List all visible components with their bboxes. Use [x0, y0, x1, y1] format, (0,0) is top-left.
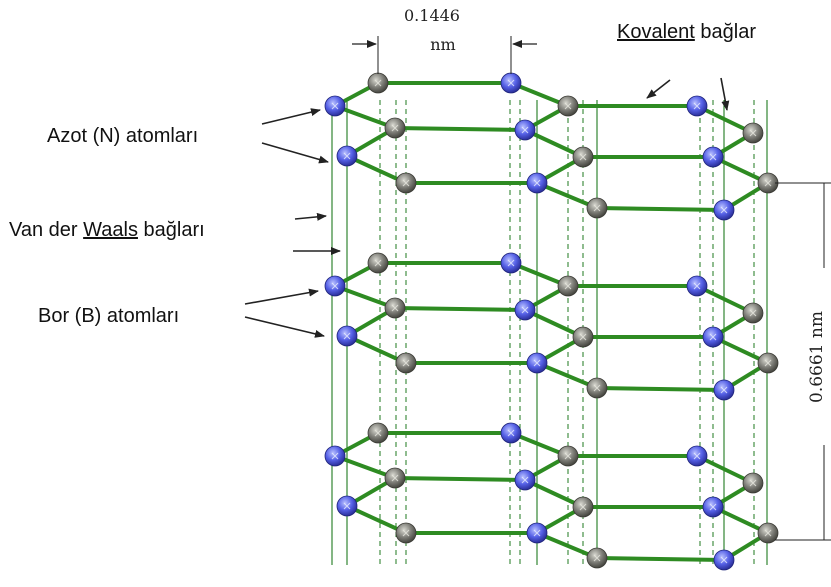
- covalent-bond: [535, 181, 599, 210]
- nitrogen-atom: [336, 495, 358, 517]
- arrow-covalent-2: [720, 77, 730, 111]
- nitrogen-atom: [686, 95, 708, 117]
- nitrogen-atom: [336, 145, 358, 167]
- boron-atom: [586, 197, 608, 219]
- arrow-vdw-1: [294, 212, 327, 221]
- nitrogen-atom: [514, 119, 536, 141]
- covalent-bond: [345, 334, 408, 365]
- boron-atoms-label: Bor (B) atomları: [38, 305, 179, 327]
- nitrogen-atom: [500, 252, 522, 274]
- right-dimension-label: 0.6661 nm: [807, 311, 827, 403]
- covalent-bond: [333, 284, 397, 310]
- covalent-bond: [393, 126, 527, 132]
- nitrogen-atom: [500, 72, 522, 94]
- arrow-covalent-1: [646, 79, 671, 99]
- boron-atom: [572, 146, 594, 168]
- arrow-boron-1: [244, 288, 319, 305]
- hex-layer-2: [324, 252, 779, 401]
- boron-atom: [384, 117, 406, 139]
- nitrogen-atom: [324, 445, 346, 467]
- boron-atom: [384, 297, 406, 319]
- covalent-bond: [345, 504, 408, 535]
- boron-atom: [742, 122, 764, 144]
- covalent-bonds-label: Kovalent bağlar: [617, 21, 756, 43]
- nitrogen-atom: [686, 275, 708, 297]
- top-dimension-value: 0.1446: [404, 6, 460, 25]
- covalent-bond: [595, 556, 726, 562]
- boron-atom: [367, 72, 389, 94]
- boron-atom: [384, 467, 406, 489]
- nitrogen-atom: [514, 299, 536, 321]
- boron-atom: [586, 377, 608, 399]
- covalent-bond: [393, 306, 527, 312]
- top-dimension: 0.1446 nm: [352, 6, 537, 74]
- nitrogen-atom: [336, 325, 358, 347]
- hex-layer-3: [324, 422, 779, 571]
- boron-atom: [572, 326, 594, 348]
- boron-atom: [757, 352, 779, 374]
- covalent-bond: [535, 361, 599, 390]
- top-dimension-unit: nm: [430, 35, 455, 54]
- boron-atom: [395, 172, 417, 194]
- van-der-waals-label-part-2: Waals: [83, 219, 138, 241]
- boron-atom: [367, 422, 389, 444]
- nitrogen-atom: [713, 379, 735, 401]
- nitrogen-atom: [686, 445, 708, 467]
- boron-atom: [395, 522, 417, 544]
- arrow-nitrogen-1: [261, 108, 321, 125]
- covalent-bond: [523, 308, 585, 339]
- interlayer-van-der-waals-lines: [331, 100, 768, 565]
- nitrogen-atom: [514, 469, 536, 491]
- van-der-waals-label: Van der Waals bağları: [9, 219, 205, 241]
- nitrogen-atom: [500, 422, 522, 444]
- boron-atom: [742, 302, 764, 324]
- boron-atom: [572, 496, 594, 518]
- covalent-bond: [595, 206, 726, 212]
- nitrogen-atom: [526, 522, 548, 544]
- boron-atom: [367, 252, 389, 274]
- nitrogen-atom: [324, 275, 346, 297]
- nitrogen-atom: [713, 199, 735, 221]
- boron-atom: [557, 275, 579, 297]
- covalent-bond: [345, 154, 408, 185]
- hexagonal-layers: [324, 72, 779, 571]
- boron-atom: [757, 172, 779, 194]
- nitrogen-atoms-label: Azot (N) atomları: [47, 125, 198, 147]
- covalent-bond: [535, 531, 599, 560]
- van-der-waals-label-part-1: Van der: [9, 219, 83, 241]
- covalent-bond: [595, 386, 726, 392]
- boron-atom: [586, 547, 608, 569]
- covalent-bond: [333, 104, 397, 130]
- covalent-bond: [523, 478, 585, 509]
- right-dimension: 0.6661 nm: [775, 182, 831, 541]
- nitrogen-atom: [702, 146, 724, 168]
- covalent-bonds-label-part-2: bağlar: [695, 21, 756, 43]
- boron-atom: [557, 95, 579, 117]
- boron-atom: [742, 472, 764, 494]
- nitrogen-atom: [702, 326, 724, 348]
- pointer-arrows: [244, 77, 730, 338]
- nitrogen-atom: [526, 352, 548, 374]
- covalent-bond: [393, 476, 527, 482]
- nitrogen-atom: [526, 172, 548, 194]
- nitrogen-atom: [713, 549, 735, 571]
- boron-atom: [395, 352, 417, 374]
- covalent-bonds-label-part-1: Kovalent: [617, 21, 695, 43]
- covalent-bond: [523, 128, 585, 159]
- arrow-boron-2: [244, 316, 325, 338]
- hex-layer-1: [324, 72, 779, 221]
- boron-atom: [757, 522, 779, 544]
- boron-atom: [557, 445, 579, 467]
- van-der-waals-label-part-3: bağları: [138, 219, 205, 241]
- covalent-bond: [333, 454, 397, 480]
- arrow-nitrogen-2: [261, 142, 329, 164]
- nitrogen-atom: [702, 496, 724, 518]
- nitrogen-atom: [324, 95, 346, 117]
